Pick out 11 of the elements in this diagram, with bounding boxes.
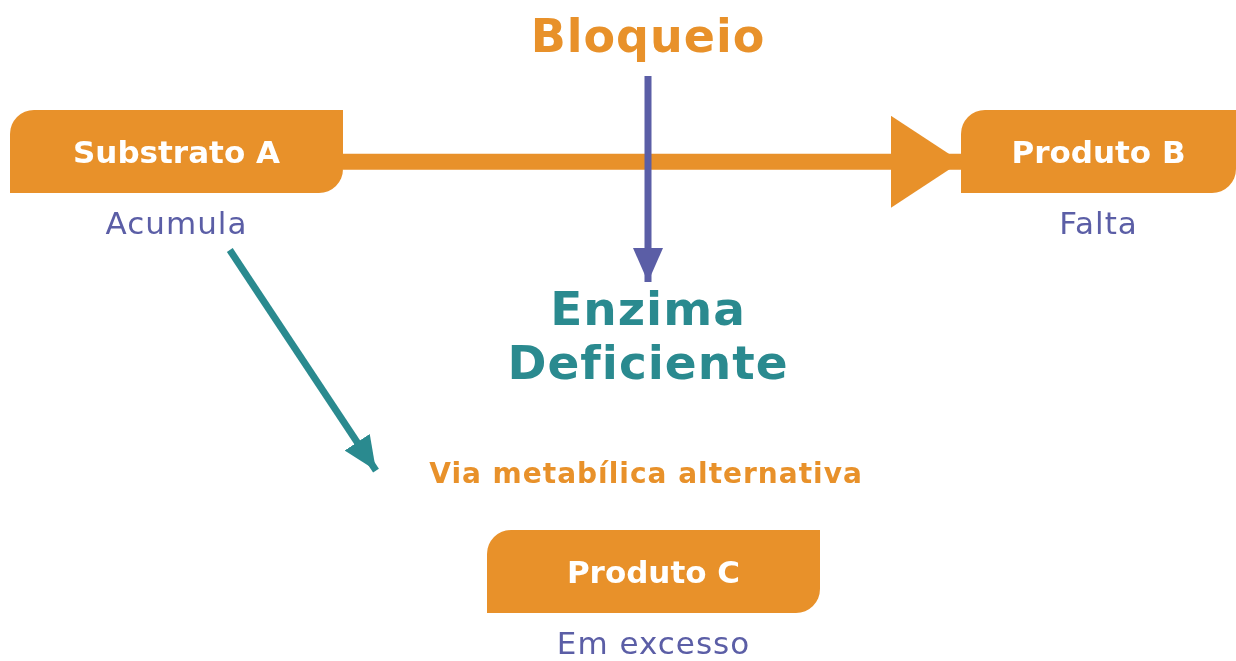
process-box: Substrato A <box>10 110 343 193</box>
node-label: Enzima Deficiente <box>468 282 828 398</box>
node-caption: Falta <box>1058 205 1139 241</box>
arrow <box>226 248 379 473</box>
node-caption: Em excesso <box>555 625 752 661</box>
process-box: Produto C <box>487 530 820 613</box>
process-box: Produto B <box>961 110 1236 193</box>
node-label: Via metabílica alternativa <box>376 458 916 500</box>
title-text: Bloqueio <box>478 10 818 76</box>
arrow <box>343 115 961 208</box>
node-caption: Acumula <box>104 205 249 241</box>
